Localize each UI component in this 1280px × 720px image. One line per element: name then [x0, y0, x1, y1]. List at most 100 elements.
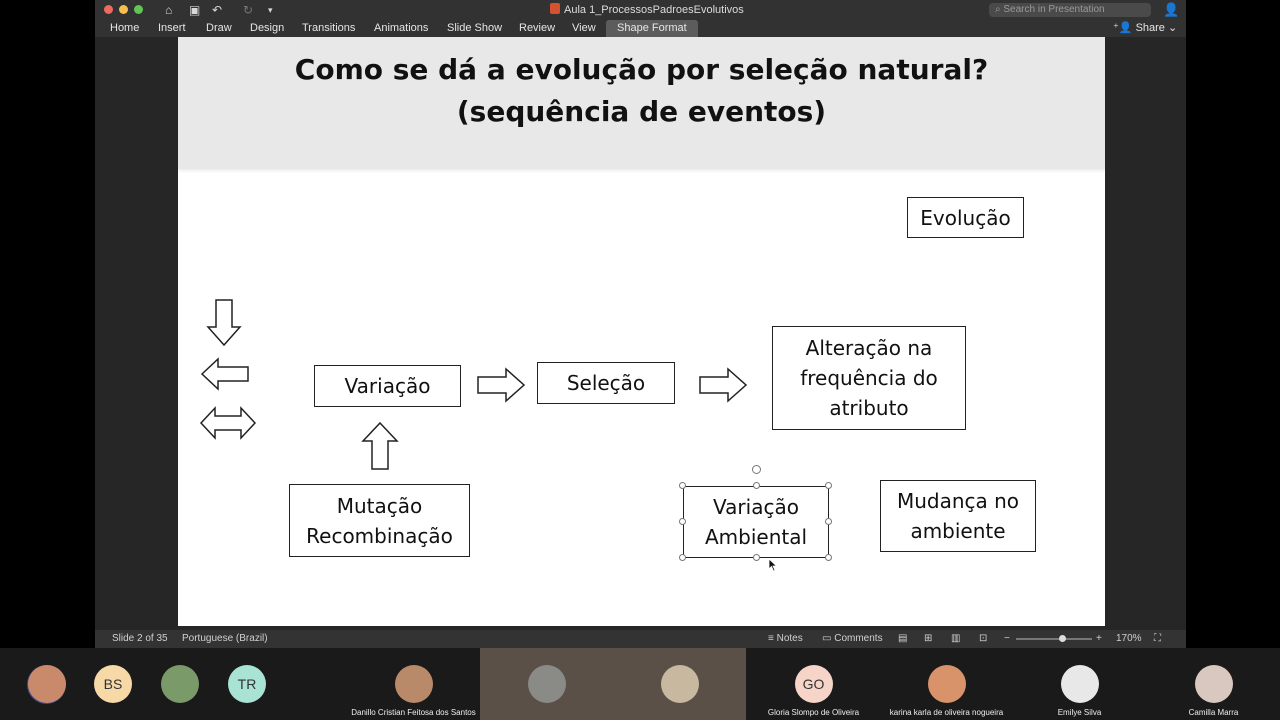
participant-tile[interactable]: Emilye Silva — [1013, 648, 1146, 720]
slide-counter: Slide 2 of 35 — [112, 633, 168, 644]
tab-insert[interactable]: Insert — [158, 22, 186, 34]
home-icon[interactable]: ⌂ — [165, 3, 173, 17]
avatar — [1194, 665, 1233, 703]
document-title-text: Aula 1_ProcessosPadroesEvolutivos — [564, 4, 744, 16]
zoom-slider-track[interactable] — [1016, 638, 1092, 640]
box-alteracao-line-2: frequência do — [800, 366, 938, 390]
resize-handle-w[interactable] — [679, 518, 686, 525]
share-button[interactable]: ⁺👤 Share ⌄ — [1113, 20, 1177, 37]
participant-name: Gloria Slompo de Oliveira — [767, 708, 860, 717]
title-bar: ⌂ ▣ ↶ ↻ ▾ Aula 1_ProcessosPadroesEvoluti… — [95, 0, 1186, 20]
save-icon[interactable]: ▣ — [189, 3, 201, 17]
notes-icon: ≡ — [768, 633, 777, 644]
tab-animations[interactable]: Animations — [374, 22, 429, 34]
participant-tile[interactable] — [613, 648, 746, 720]
resize-handle-se[interactable] — [825, 554, 832, 561]
box-mutacao[interactable]: Mutação Recombinação — [289, 484, 470, 557]
slide-sorter-icon[interactable]: ⊞ — [924, 633, 933, 644]
tab-review[interactable]: Review — [519, 22, 556, 34]
minimize-window-button[interactable] — [119, 5, 128, 14]
right-arrow-shape-1[interactable] — [476, 367, 526, 403]
redo-icon[interactable]: ↻ — [243, 3, 254, 17]
powerpoint-window: ⌂ ▣ ↶ ↻ ▾ Aula 1_ProcessosPadroesEvoluti… — [95, 0, 1186, 648]
participant-tile[interactable] — [480, 648, 613, 720]
avatar: TR — [228, 665, 266, 703]
zoom-in-icon[interactable]: + — [1096, 633, 1102, 644]
box-variacao-ambiental[interactable]: Variação Ambiental — [683, 486, 829, 558]
resize-handle-ne[interactable] — [825, 482, 832, 489]
chevron-down-icon: ⌄ — [1164, 22, 1178, 34]
box-selecao[interactable]: Seleção — [537, 362, 675, 404]
avatar: GO — [794, 665, 833, 703]
account-icon[interactable]: 👤 — [1163, 2, 1180, 17]
double-arrow-shape[interactable] — [199, 405, 257, 441]
box-variacao-ambiental-line-2: Ambiental — [704, 525, 808, 549]
comment-icon: ▭ — [822, 633, 835, 644]
resize-handle-e[interactable] — [825, 518, 832, 525]
box-mudanca[interactable]: Mudança no ambiente — [880, 480, 1036, 552]
search-input[interactable]: ⌕ Search in Presentation — [989, 3, 1151, 17]
comments-button[interactable]: ▭ Comments — [822, 630, 883, 648]
box-variacao[interactable]: Variação — [314, 365, 461, 407]
resize-handle-n[interactable] — [753, 482, 760, 489]
box-variacao-text: Variação — [344, 374, 431, 398]
notes-button[interactable]: ≡ Notes — [768, 630, 803, 648]
participant-tile[interactable]: Danillo Cristian Feitosa dos Santos — [347, 648, 480, 720]
resize-handle-sw[interactable] — [679, 554, 686, 561]
search-icon: ⌕ — [995, 4, 1004, 15]
mouse-cursor-icon — [768, 558, 778, 572]
box-evolucao-text: Evolução — [920, 205, 1011, 230]
avatar — [660, 665, 699, 703]
tab-home[interactable]: Home — [110, 22, 140, 34]
normal-view-icon[interactable]: ▤ — [898, 633, 908, 644]
left-arrow-shape[interactable] — [200, 357, 250, 391]
tab-shape-format[interactable]: Shape Format — [606, 20, 698, 37]
avatar — [28, 665, 66, 703]
participant-tile[interactable]: BS — [93, 648, 133, 720]
zoom-slider-thumb[interactable] — [1059, 635, 1066, 642]
ppt-file-icon — [550, 3, 560, 14]
share-label: Share — [1135, 22, 1165, 34]
participant-tile[interactable]: karina karla de oliveira nogueira — [880, 648, 1013, 720]
language-indicator[interactable]: Portuguese (Brazil) — [182, 633, 268, 644]
resize-handle-s[interactable] — [753, 554, 760, 561]
tab-transitions[interactable]: Transitions — [302, 22, 356, 34]
close-window-button[interactable] — [104, 5, 113, 14]
customize-toolbar-icon[interactable]: ▾ — [268, 5, 273, 15]
box-mutacao-line-2: Recombinação — [306, 523, 453, 548]
slide-canvas[interactable]: Como se dá a evolução por seleção natura… — [178, 37, 1105, 626]
right-arrow-shape-2[interactable] — [698, 367, 748, 403]
tab-slide-show[interactable]: Slide Show — [447, 22, 503, 34]
tab-view[interactable]: View — [572, 22, 596, 34]
tab-draw[interactable]: Draw — [206, 22, 232, 34]
zoom-level[interactable]: 170% — [1116, 633, 1142, 644]
participant-tile[interactable]: Camilla Marra — [1147, 648, 1280, 720]
comments-label: Comments — [834, 633, 883, 644]
reading-view-icon[interactable]: ▥ — [951, 633, 961, 644]
down-arrow-shape[interactable] — [206, 299, 242, 347]
undo-icon[interactable]: ↶ — [212, 3, 223, 17]
box-alteracao[interactable]: Alteração na frequência do atributo — [772, 326, 966, 430]
slide-title[interactable]: Como se dá a evolução por seleção natura… — [178, 49, 1105, 133]
fit-slide-icon[interactable]: ⛶ — [1154, 633, 1161, 644]
participant-tile[interactable]: TR — [227, 648, 267, 720]
participant-tile[interactable] — [160, 648, 200, 720]
participant-name: karina karla de oliveira nogueira — [889, 708, 1004, 717]
avatar — [1060, 665, 1099, 703]
slide-show-icon[interactable]: ⊡ — [979, 633, 988, 644]
participant-tile[interactable]: GO Gloria Slompo de Oliveira — [747, 648, 880, 720]
rotate-handle-icon[interactable] — [752, 465, 761, 474]
zoom-out-icon[interactable]: − — [1004, 633, 1010, 644]
slide-title-line-2: (sequência de eventos) — [456, 95, 827, 128]
resize-handle-nw[interactable] — [679, 482, 686, 489]
box-evolucao[interactable]: Evolução — [907, 197, 1024, 238]
participant-tile[interactable] — [27, 648, 67, 720]
up-arrow-shape[interactable] — [361, 421, 399, 471]
tab-design[interactable]: Design — [250, 22, 285, 34]
avatar — [161, 665, 199, 703]
slide-editor: Como se dá a evolução por seleção natura… — [95, 37, 1186, 630]
box-variacao-ambiental-line-1: Variação — [713, 495, 799, 519]
avatar — [927, 665, 966, 703]
box-mudanca-text: Mudança no ambiente — [897, 486, 1019, 546]
zoom-window-button[interactable] — [134, 5, 143, 14]
